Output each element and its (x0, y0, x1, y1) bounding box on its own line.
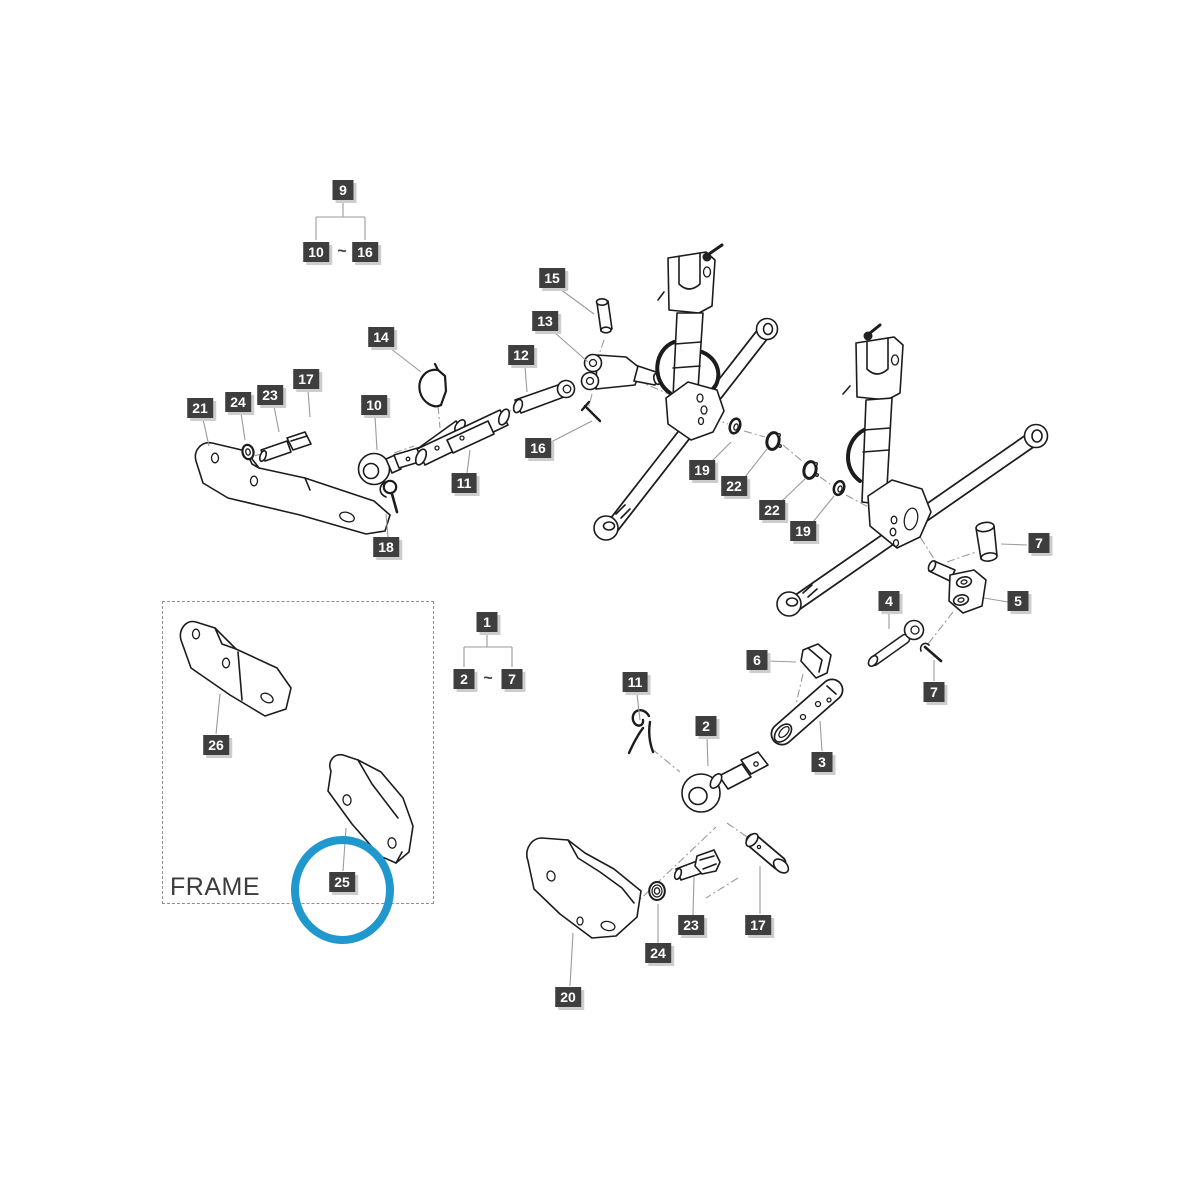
part-21-bracket (194, 441, 391, 535)
part-10-ball-joint (357, 446, 428, 486)
highlight-circle-part-25 (291, 836, 394, 944)
part-13-clevis (580, 353, 662, 391)
part-label-4[interactable]: 4 (878, 591, 900, 611)
part-label-6[interactable]: 6 (746, 650, 768, 670)
part-24-washer-upper (241, 443, 255, 461)
part-7-cotter-pin (919, 642, 943, 663)
part-label-7-range[interactable]: 7 (501, 669, 523, 689)
part-11-turnbuckle-tube (414, 408, 511, 466)
part-label-12[interactable]: 12 (508, 345, 534, 365)
assembly-axis-lines (223, 339, 977, 908)
part-label-15[interactable]: 15 (539, 268, 565, 288)
range-tilde-1: ~ (483, 670, 493, 687)
part-24-washer-lower (648, 881, 666, 901)
part-18-lynch-pin (379, 479, 399, 514)
part-4-rod-end (867, 619, 925, 668)
part-25-bracket (327, 753, 414, 864)
part-label-1[interactable]: 1 (476, 612, 498, 632)
part-label-13[interactable]: 13 (532, 311, 558, 331)
part-label-23-b[interactable]: 23 (678, 915, 704, 935)
part-label-20[interactable]: 20 (555, 987, 581, 1007)
part-2-ball-joint (681, 751, 769, 813)
part-label-19-a[interactable]: 19 (689, 460, 715, 480)
part-label-10-range[interactable]: 10 (303, 242, 329, 262)
part-label-23-a[interactable]: 23 (257, 385, 283, 405)
part-23-bolt-lower (673, 849, 721, 881)
part-label-5[interactable]: 5 (1007, 591, 1029, 611)
frame-label: FRAME (170, 873, 260, 901)
part-label-16[interactable]: 16 (525, 438, 551, 458)
part-3-tube (770, 678, 844, 746)
part-label-24-b[interactable]: 24 (645, 943, 671, 963)
part-16-cotter-pin (580, 400, 602, 423)
part-19-washer-left (728, 417, 742, 435)
part-label-22-a[interactable]: 22 (721, 476, 747, 496)
part-label-14[interactable]: 14 (368, 327, 394, 347)
part-label-22-b[interactable]: 22 (759, 500, 785, 520)
part-label-2-range[interactable]: 2 (453, 669, 475, 689)
right-lift-arm-assembly (776, 323, 1049, 617)
part-7-clevis-pin (975, 521, 998, 562)
part-label-17-b[interactable]: 17 (745, 915, 771, 935)
part-22-snap-ring-right (802, 460, 819, 480)
part-23-bolt-upper (258, 431, 312, 463)
part-14-d-clip (418, 362, 448, 408)
part-label-17-a[interactable]: 17 (293, 369, 319, 389)
part-12-rod (512, 379, 576, 414)
part-15-pin (595, 297, 613, 334)
part-label-26[interactable]: 26 (203, 735, 229, 755)
part-label-7-b[interactable]: 7 (923, 682, 945, 702)
part-17-pin-lower (745, 832, 790, 874)
part-label-10[interactable]: 10 (361, 395, 387, 415)
part-label-2[interactable]: 2 (695, 716, 717, 736)
part-label-24-a[interactable]: 24 (225, 392, 251, 412)
part-11-hairpin-clip (627, 709, 655, 755)
part-6-latch (800, 643, 832, 679)
part-22-snap-ring-left (765, 431, 782, 451)
part-label-16-range[interactable]: 16 (352, 242, 378, 262)
range-tilde-9: ~ (337, 243, 347, 260)
part-26-bracket (179, 620, 292, 717)
part-label-18[interactable]: 18 (373, 537, 399, 557)
part-label-3[interactable]: 3 (811, 752, 833, 772)
part-20-bracket (526, 837, 642, 939)
part-19-washer-right (832, 479, 846, 497)
part-label-11-b[interactable]: 11 (622, 672, 648, 692)
part-label-11-a[interactable]: 11 (451, 473, 477, 493)
part-label-19-b[interactable]: 19 (790, 521, 816, 541)
part-5-clevis (927, 560, 987, 614)
part-label-7-a[interactable]: 7 (1028, 533, 1050, 553)
center-lift-arm-assembly (593, 243, 779, 541)
part-label-21[interactable]: 21 (187, 398, 213, 418)
part-label-25-highlighted[interactable]: 25 (329, 872, 355, 892)
part-label-9[interactable]: 9 (332, 180, 354, 200)
